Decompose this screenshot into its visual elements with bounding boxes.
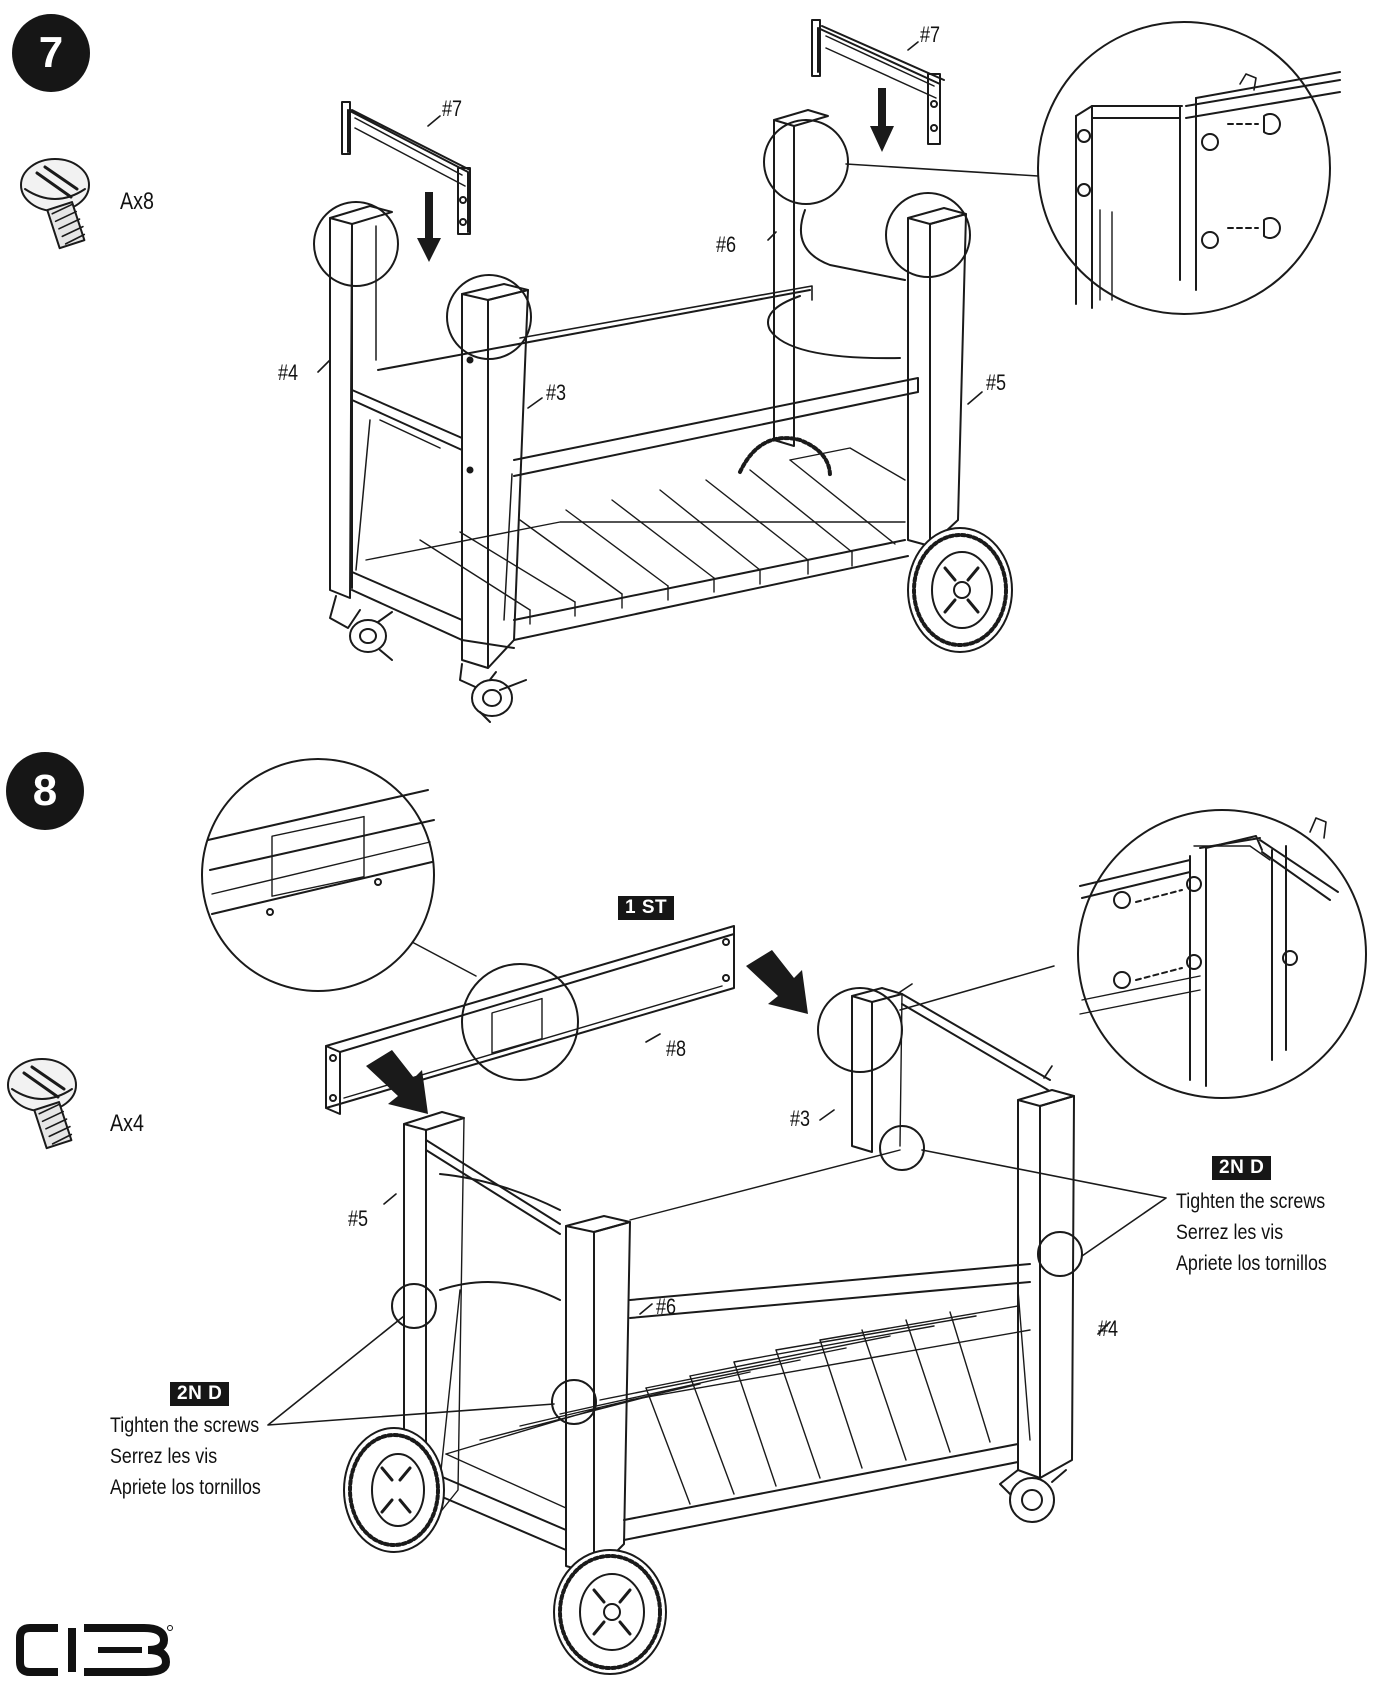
cart-diagram-step7 xyxy=(313,41,1039,723)
rail-8 xyxy=(325,925,735,1115)
caster-right xyxy=(999,1469,1067,1523)
tighten-instructions: Tighten the screws Serrez les vis Apriet… xyxy=(1176,1186,1327,1279)
screw-icon xyxy=(7,1058,77,1150)
brand-logo xyxy=(16,1624,173,1676)
part-label-7: #7 xyxy=(920,22,941,47)
order-tag-first: 1 ST xyxy=(618,896,675,920)
right-arrow-icon xyxy=(366,1050,428,1114)
step-number-badge: 8 xyxy=(6,752,84,830)
part-label-6: #6 xyxy=(716,232,737,257)
order-tag-second: 2N D xyxy=(1212,1156,1272,1180)
detail-magnifier xyxy=(1037,21,1341,315)
part-label-4: #4 xyxy=(278,360,299,385)
part-label-7: #7 xyxy=(442,96,463,121)
caster-left xyxy=(329,595,393,661)
instruction-es: Apriete los tornillos xyxy=(1176,1252,1327,1275)
instruction-fr: Serrez les vis xyxy=(1176,1221,1284,1244)
part-label-4: #4 xyxy=(1098,1316,1119,1341)
hardware-quantity: Ax8 xyxy=(120,188,154,215)
right-arrow-icon xyxy=(746,950,808,1014)
instruction-fr: Serrez les vis xyxy=(110,1445,218,1468)
instruction-en: Tighten the screws xyxy=(1176,1190,1326,1213)
cart-diagram-step8 xyxy=(267,965,1167,1675)
bracket-7-left xyxy=(341,101,471,235)
part-label-3: #3 xyxy=(790,1106,811,1131)
part-label-6: #6 xyxy=(656,1294,677,1319)
part-label-8: #8 xyxy=(666,1036,687,1061)
caster-front xyxy=(459,663,527,723)
part-label-5: #5 xyxy=(986,370,1007,395)
down-arrow-icon xyxy=(417,192,441,262)
screw-icon xyxy=(20,158,90,250)
detail-magnifier xyxy=(1077,809,1367,1099)
part-label-3: #3 xyxy=(546,380,567,405)
instruction-en: Tighten the screws xyxy=(110,1414,260,1437)
part-label-5: #5 xyxy=(348,1206,369,1231)
bracket-7-right xyxy=(811,19,945,145)
hardware-quantity: Ax4 xyxy=(110,1110,144,1137)
tighten-instructions: Tighten the screws Serrez les vis Apriet… xyxy=(110,1410,261,1503)
detail-magnifier xyxy=(201,758,435,992)
instruction-es: Apriete los tornillos xyxy=(110,1476,261,1499)
step-number-badge: 7 xyxy=(12,14,90,92)
order-tag-second: 2N D xyxy=(170,1382,230,1406)
down-arrow-icon xyxy=(870,88,894,152)
